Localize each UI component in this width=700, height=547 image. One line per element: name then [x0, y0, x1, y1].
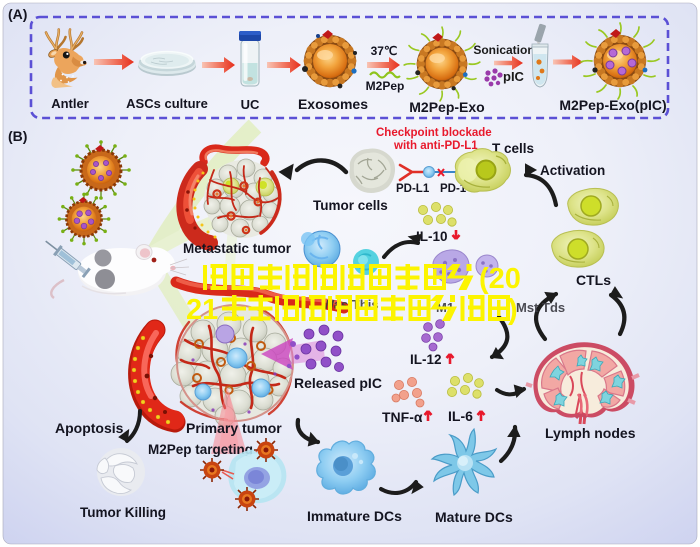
- svg-text:(20: (20: [479, 263, 521, 295]
- svg-text:TNF-α: TNF-α: [382, 409, 423, 425]
- svg-text:Exosomes: Exosomes: [298, 96, 368, 112]
- svg-text:T cells: T cells: [492, 141, 534, 156]
- svg-text:Lymph nodes: Lymph nodes: [545, 425, 636, 441]
- svg-text:M2Pep targeting: M2Pep targeting: [148, 442, 253, 457]
- svg-text:Mst Tds: Mst Tds: [516, 300, 565, 315]
- svg-text:Metastatic tumor: Metastatic tumor: [183, 241, 292, 256]
- svg-text:M2Pep-Exo(pIC): M2Pep-Exo(pIC): [559, 97, 666, 113]
- svg-text:PD-1: PD-1: [440, 183, 467, 195]
- svg-text:Immature DCs: Immature DCs: [307, 508, 402, 524]
- svg-text:ASCs culture: ASCs culture: [126, 96, 208, 111]
- svg-text:PD-L1: PD-L1: [396, 183, 430, 195]
- svg-text:37℃: 37℃: [371, 44, 398, 58]
- svg-text:Sonication: Sonication: [473, 43, 534, 57]
- svg-text:Primary tumor: Primary tumor: [186, 420, 282, 436]
- svg-text:Activation: Activation: [540, 163, 605, 178]
- svg-text:IL-10: IL-10: [416, 229, 448, 244]
- svg-text:Antler: Antler: [51, 96, 89, 111]
- svg-text:IL-12: IL-12: [410, 352, 442, 367]
- svg-text:Apoptosis: Apoptosis: [55, 420, 124, 436]
- svg-text:M2Pep-Exo: M2Pep-Exo: [409, 99, 484, 115]
- svg-text:Tumor cells: Tumor cells: [313, 198, 388, 213]
- svg-text:IL-6: IL-6: [448, 408, 473, 424]
- svg-text:Tumor Killing: Tumor Killing: [80, 505, 166, 520]
- svg-text:): ): [508, 294, 518, 326]
- svg-text:with anti-PD-L1: with anti-PD-L1: [393, 140, 478, 152]
- svg-text:Mature DCs: Mature DCs: [435, 509, 513, 525]
- svg-text:Checkpoint blockade: Checkpoint blockade: [376, 127, 492, 139]
- svg-text:pIC: pIC: [503, 69, 525, 84]
- svg-text:CTLs: CTLs: [576, 272, 611, 288]
- svg-text:Released pIC: Released pIC: [294, 375, 382, 391]
- svg-text:(A): (A): [8, 6, 27, 22]
- svg-text:21: 21: [186, 294, 218, 326]
- svg-text:UC: UC: [241, 97, 260, 112]
- svg-text:M2Pep: M2Pep: [366, 79, 405, 93]
- svg-text:(B): (B): [8, 128, 27, 144]
